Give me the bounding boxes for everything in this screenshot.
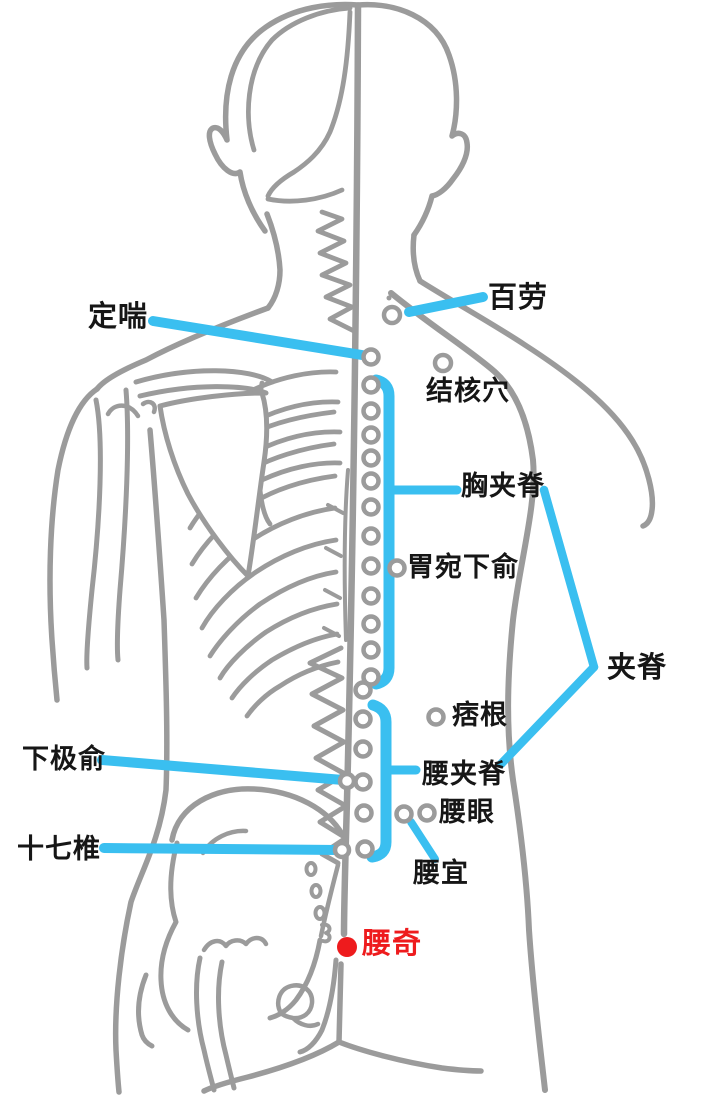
shoulder-arm-right — [417, 278, 656, 529]
mid-spine-edge — [342, 468, 350, 642]
shoulder-left — [94, 305, 271, 392]
thoracic-jiaji-point — [361, 497, 381, 517]
skull-occipital-base — [265, 187, 345, 204]
spinous-ticks — [322, 503, 345, 638]
trochanter-squiggle — [201, 935, 269, 953]
thoracic-jiaji-point — [361, 586, 381, 606]
humeral-head — [105, 399, 157, 419]
yaoyi-point — [394, 804, 414, 824]
vertebra-rungs — [250, 369, 343, 527]
xiajishu-leader-line — [97, 755, 348, 785]
bailao-speck — [386, 295, 392, 301]
jiaji-line-upper — [539, 485, 599, 672]
lumbar-jiaji-bracket — [366, 699, 392, 863]
humerus-left-b — [114, 387, 131, 663]
label-dingchuan: 定喘 — [88, 301, 149, 333]
spine-centerline — [340, 2, 362, 938]
label-yaojiaji: 腰夹脊 — [422, 759, 506, 789]
torso-left-edge — [112, 427, 170, 1095]
pigen-point — [426, 707, 446, 727]
lumbar-jiaji-point — [353, 680, 373, 700]
thoracic-jiaji-point — [361, 556, 381, 576]
thoracic-jiaji-point — [361, 526, 381, 546]
lumbar-jiaji-point — [353, 772, 373, 792]
hip-crescent — [136, 972, 155, 1049]
thoracic-jiaji-point — [361, 425, 381, 445]
label-yaoyi: 腰宜 — [413, 858, 469, 888]
lumbar-jiaji-point — [353, 739, 373, 759]
yaoyan-point — [417, 803, 437, 823]
shiqizhui-leader-line — [99, 843, 343, 855]
femur-lines — [194, 955, 237, 1093]
gluteal-region — [201, 961, 484, 1094]
thoracic-jiaji-bracket — [370, 374, 395, 690]
thoracic-jiaji-point — [361, 640, 381, 660]
arm-left-outer — [47, 386, 100, 703]
label-weiwanxiashu: 胃宛下俞 — [407, 552, 519, 582]
label-yaoyan: 腰眼 — [439, 797, 495, 827]
skeleton-left — [133, 5, 357, 1093]
neck-left — [264, 211, 283, 311]
weiwanxiashu-point — [387, 558, 407, 578]
skull-suture-inner — [246, 5, 353, 153]
jiaji-line-lower — [496, 662, 599, 769]
sacral-foramen — [309, 883, 323, 899]
body-outline — [47, 1, 656, 1095]
dingchuan-leader-line — [148, 316, 373, 361]
scapula — [157, 390, 270, 579]
ilium-left — [158, 840, 191, 1033]
sacral-foramen — [304, 861, 318, 877]
yaoyi-leader-line — [407, 818, 439, 863]
crease-left — [201, 1039, 342, 1094]
spine-centerline-path — [340, 2, 362, 938]
head-outline-right — [355, 1, 471, 238]
sacrum-edge — [318, 862, 341, 939]
label-jiaji: 夹脊 — [607, 652, 668, 684]
lumbar-jiaji-point — [354, 803, 374, 823]
xiajishu-point — [337, 771, 357, 791]
thoracic-jiaji-point — [361, 614, 381, 634]
humerus-left-a — [84, 397, 103, 671]
jiehexue-point — [432, 352, 454, 374]
label-jiehexue: 结核穴 — [426, 376, 510, 406]
thoracic-jiaji-point — [361, 448, 381, 468]
head-outline-left — [206, 1, 361, 234]
dingchuan-point — [361, 347, 381, 367]
acupoint-markers — [332, 295, 454, 957]
label-pigen: 痞根 — [452, 700, 508, 730]
thoracic-jiaji-point — [361, 401, 381, 421]
leader-lines — [97, 292, 599, 863]
crease-stem — [336, 961, 344, 1045]
label-yaoqi: 腰奇 — [362, 928, 423, 960]
iliac-crest — [169, 786, 345, 843]
sacral-squiggle — [320, 922, 332, 944]
bailao-point — [381, 304, 403, 326]
scapular-spine — [133, 368, 275, 399]
thoracic-jiaji-point — [361, 375, 381, 395]
neck-right — [410, 232, 423, 284]
cervical-vertebrae — [315, 209, 357, 334]
thoracic-jiaji-point — [361, 471, 381, 491]
skull-occipital-curve — [265, 9, 353, 199]
ischium-outline — [267, 937, 339, 1055]
sacral-foramen — [313, 905, 327, 921]
bailao-leader-line — [404, 292, 488, 317]
lumbar-jiaji-point — [355, 839, 375, 859]
label-shiqizhui: 十七椎 — [17, 834, 101, 864]
label-bailao: 百劳 — [488, 282, 549, 314]
lumbar-jiaji-point — [353, 709, 373, 729]
yaoqi-point — [337, 937, 357, 957]
lumbar-sawtooth — [307, 645, 349, 866]
shiqizhui-point — [332, 840, 352, 860]
crease-right — [336, 1039, 484, 1074]
back-contour-right — [388, 290, 548, 1093]
label-xiajishu: 下极俞 — [22, 744, 106, 774]
ischium-loop — [276, 983, 321, 1028]
label-xiongjiaji: 胸夹脊 — [461, 471, 545, 501]
